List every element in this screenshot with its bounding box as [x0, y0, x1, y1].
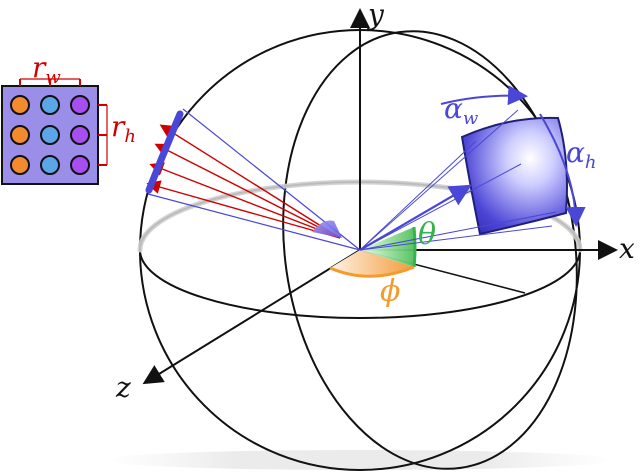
grid-dot-r1c1 [10, 95, 30, 115]
phi-wedge [330, 250, 414, 277]
y-axis-label: y [366, 0, 385, 31]
patch-center-ray [359, 184, 472, 251]
left-red-rays [146, 124, 341, 239]
alpha-w-arc [440, 85, 528, 106]
alpha-h-label: αh [566, 136, 597, 173]
left-blue-ray-2 [147, 193, 361, 251]
theta-arc [412, 226, 417, 268]
phi-label: ϕ [380, 274, 400, 309]
grid-dot-r3c1 [10, 155, 30, 175]
r-w-label: rw [32, 51, 61, 88]
grid-dot-r3c2 [40, 155, 60, 175]
theta-label: θ [418, 217, 436, 252]
patch-ray-2 [359, 163, 522, 251]
phi-arc [329, 265, 415, 278]
patch-ray-1 [359, 109, 519, 251]
grid-dot-r2c3 [70, 125, 90, 145]
grid-dot-r3c3 [70, 155, 90, 175]
resolution-grid [1, 78, 108, 185]
r-h-label: rh [111, 110, 136, 147]
alpha-h-arc [539, 113, 586, 227]
grid-dot-r1c2 [40, 95, 60, 115]
floor-shadow [105, 450, 615, 470]
grid-dot-r1c3 [70, 95, 90, 115]
meridian-ellipse [282, 30, 578, 470]
patch-ray-4 [359, 140, 477, 251]
z-axis-line [142, 249, 361, 385]
x-axis-label: x [619, 232, 635, 265]
left-small-patch [145, 110, 184, 194]
alpha-w-label: αw [444, 92, 479, 129]
patch-ray-5 [359, 225, 553, 251]
patch-ray-3 [359, 211, 557, 251]
left-inner-patch [312, 220, 342, 238]
grid-dot-r2c1 [10, 125, 30, 145]
grid-dot-r2c2 [40, 125, 60, 145]
z-axis-label: z [115, 371, 131, 404]
